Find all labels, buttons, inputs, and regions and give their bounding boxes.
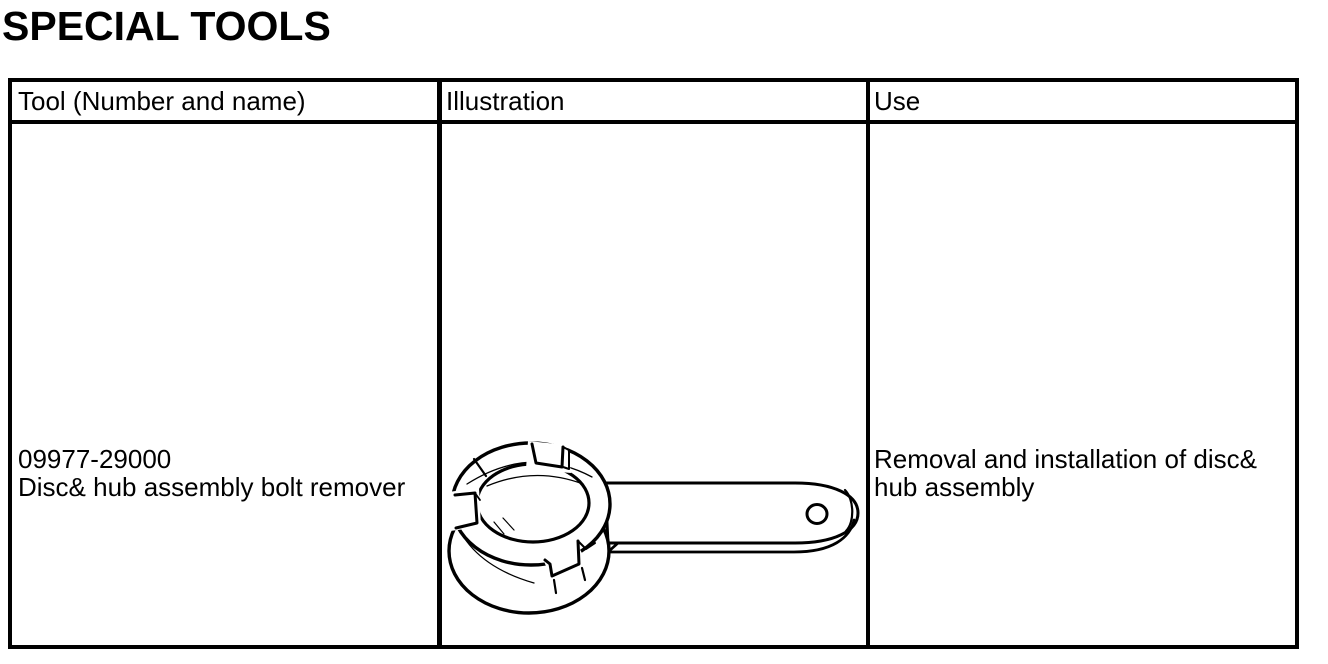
column-divider-1 xyxy=(437,82,442,645)
handle-hole xyxy=(805,503,829,525)
tool-number-and-name-cell: 09977-29000 Disc& hub assembly bolt remo… xyxy=(18,445,437,501)
special-tools-table: Tool (Number and name) Illustration Use … xyxy=(8,78,1299,649)
page-title: SPECIAL TOOLS xyxy=(2,3,331,49)
column-header-tool: Tool (Number and name) xyxy=(18,86,306,116)
wrench-ring xyxy=(447,441,612,615)
tool-name: Disc& hub assembly bolt remover xyxy=(18,472,406,502)
tool-number: 09977-29000 xyxy=(18,444,172,474)
tool-illustration-drawing xyxy=(447,441,860,615)
column-header-use: Use xyxy=(874,86,921,116)
column-header-illustration: Illustration xyxy=(446,86,565,116)
column-divider-2 xyxy=(866,82,870,645)
wrench-handle xyxy=(603,481,860,554)
tool-use-cell: Removal and installation of disc& hub as… xyxy=(874,444,1257,502)
header-row-divider xyxy=(12,120,1295,124)
